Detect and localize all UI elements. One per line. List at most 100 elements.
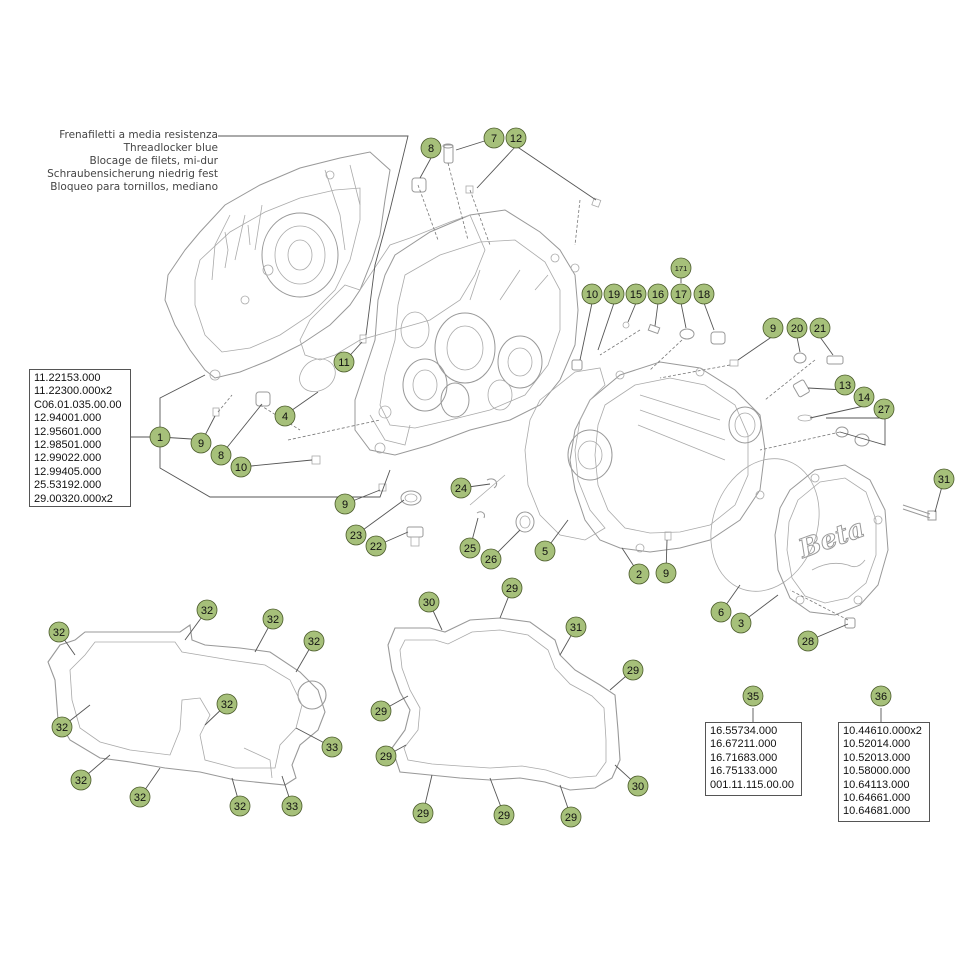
callout-16[interactable]: 16 — [647, 283, 669, 305]
callout-5[interactable]: 5 — [534, 540, 556, 562]
callout-3[interactable]: 3 — [730, 612, 752, 634]
callout-29-bottom-a[interactable]: 29 — [412, 802, 434, 824]
callout-12[interactable]: 12 — [505, 127, 527, 149]
callout-11[interactable]: 11 — [333, 351, 355, 373]
callout-30-top[interactable]: 30 — [418, 591, 440, 613]
callout-32-h[interactable]: 32 — [129, 786, 151, 808]
note-line-es: Bloqueo para tornillos, mediano — [50, 181, 218, 193]
callout-30-bottom[interactable]: 30 — [627, 775, 649, 797]
center-gasket — [299, 214, 486, 361]
svg-text:6: 6 — [718, 607, 724, 619]
callout-31-gasket[interactable]: 31 — [565, 616, 587, 638]
callout-9-center[interactable]: 9 — [334, 493, 356, 515]
callout-29-bottom-b[interactable]: 29 — [493, 804, 515, 826]
svg-text:29: 29 — [565, 812, 577, 824]
callouts: 8 7 12 171 10 19 15 16 17 18 9 20 21 11 … — [48, 127, 955, 828]
svg-text:31: 31 — [570, 622, 582, 634]
callout-171[interactable]: 171 — [670, 257, 692, 279]
svg-text:2: 2 — [636, 569, 642, 581]
callout-36[interactable]: 36 — [870, 685, 892, 707]
svg-text:14: 14 — [858, 392, 870, 404]
callout-9-bottom[interactable]: 9 — [655, 562, 677, 584]
gasket-right — [387, 617, 621, 791]
callout-9-right-top[interactable]: 9 — [762, 317, 784, 339]
part-number: 12.94001.000 — [34, 412, 102, 425]
callout-32-a[interactable]: 32 — [196, 599, 218, 621]
callout-15[interactable]: 15 — [625, 283, 647, 305]
callout-23[interactable]: 23 — [345, 524, 367, 546]
callout-10-left[interactable]: 10 — [230, 456, 252, 478]
svg-text:1: 1 — [157, 432, 163, 444]
svg-text:32: 32 — [53, 627, 65, 639]
svg-text:17: 17 — [675, 289, 687, 301]
svg-text:35: 35 — [747, 691, 759, 703]
gasket-left-bore — [297, 680, 327, 710]
svg-text:9: 9 — [663, 568, 669, 580]
callout-31-right[interactable]: 31 — [933, 468, 955, 490]
svg-text:19: 19 — [608, 289, 620, 301]
callout-33-b[interactable]: 33 — [281, 795, 303, 817]
callout-27[interactable]: 27 — [873, 398, 895, 420]
callout-21[interactable]: 21 — [809, 317, 831, 339]
callout-1[interactable]: 1 — [149, 426, 171, 448]
callout-10-top[interactable]: 10 — [581, 283, 603, 305]
callout-19[interactable]: 19 — [603, 283, 625, 305]
callout-32-e[interactable]: 32 — [216, 693, 238, 715]
callout-32-f[interactable]: 32 — [51, 716, 73, 738]
callout-20[interactable]: 20 — [786, 317, 808, 339]
svg-text:32: 32 — [56, 722, 68, 734]
svg-text:31: 31 — [938, 474, 950, 486]
callout-29-bottom-c[interactable]: 29 — [560, 806, 582, 828]
callout-32-d[interactable]: 32 — [48, 621, 70, 643]
callout-8-left[interactable]: 8 — [210, 444, 232, 466]
callout-13[interactable]: 13 — [834, 374, 856, 396]
gasket-left-inner — [69, 641, 303, 769]
part-number: 16.75133.000 — [710, 765, 778, 778]
callout-32-b[interactable]: 32 — [262, 608, 284, 630]
svg-text:32: 32 — [308, 636, 320, 648]
callout-33-a[interactable]: 33 — [321, 736, 343, 758]
callout-26[interactable]: 26 — [480, 548, 502, 570]
svg-text:32: 32 — [75, 775, 87, 787]
callout-4[interactable]: 4 — [274, 405, 296, 427]
svg-text:12: 12 — [510, 133, 522, 145]
callout-18[interactable]: 18 — [693, 283, 715, 305]
gasket-left-tab — [243, 747, 273, 779]
callout-8-top[interactable]: 8 — [420, 137, 442, 159]
callout-14[interactable]: 14 — [853, 386, 875, 408]
part-number: 11.22153.000 — [34, 372, 101, 384]
callout-29-left-b[interactable]: 29 — [375, 745, 397, 767]
note-line-de: Schraubensicherung niedrig fest — [47, 168, 218, 180]
svg-text:29: 29 — [380, 751, 392, 763]
callout-28[interactable]: 28 — [797, 630, 819, 652]
svg-text:33: 33 — [286, 801, 298, 813]
part-number: 10.64681.000 — [843, 805, 911, 818]
callout-29-top[interactable]: 29 — [501, 577, 523, 599]
callout-32-i[interactable]: 32 — [229, 795, 251, 817]
callout-6[interactable]: 6 — [710, 601, 732, 623]
svg-text:8: 8 — [428, 143, 434, 155]
note-line-en: Threadlocker blue — [123, 142, 218, 154]
callout-9-left[interactable]: 9 — [190, 432, 212, 454]
callout-32-g[interactable]: 32 — [70, 769, 92, 791]
part-number: 16.55734.000 — [710, 725, 778, 737]
callout-29-right[interactable]: 29 — [622, 659, 644, 681]
callout-2[interactable]: 2 — [628, 563, 650, 585]
part-list-group-36: 10.44610.000x2 10.52014.000 10.52013.000… — [838, 722, 930, 822]
callout-29-left-a[interactable]: 29 — [370, 700, 392, 722]
svg-text:26: 26 — [485, 554, 497, 566]
threadlocker-note: Frenafiletti a media resistenza Threadlo… — [20, 129, 218, 194]
assembly-lines — [217, 162, 849, 621]
callout-17[interactable]: 17 — [670, 283, 692, 305]
part-number: 10.64113.000 — [843, 778, 910, 791]
callout-22[interactable]: 22 — [365, 535, 387, 557]
callout-35[interactable]: 35 — [742, 685, 764, 707]
callout-24[interactable]: 24 — [450, 477, 472, 499]
callout-7[interactable]: 7 — [483, 127, 505, 149]
part-number: 12.99405.000 — [34, 465, 102, 478]
callout-25[interactable]: 25 — [459, 537, 481, 559]
callout-32-c[interactable]: 32 — [303, 630, 325, 652]
svg-text:32: 32 — [221, 699, 233, 711]
svg-text:29: 29 — [417, 808, 429, 820]
